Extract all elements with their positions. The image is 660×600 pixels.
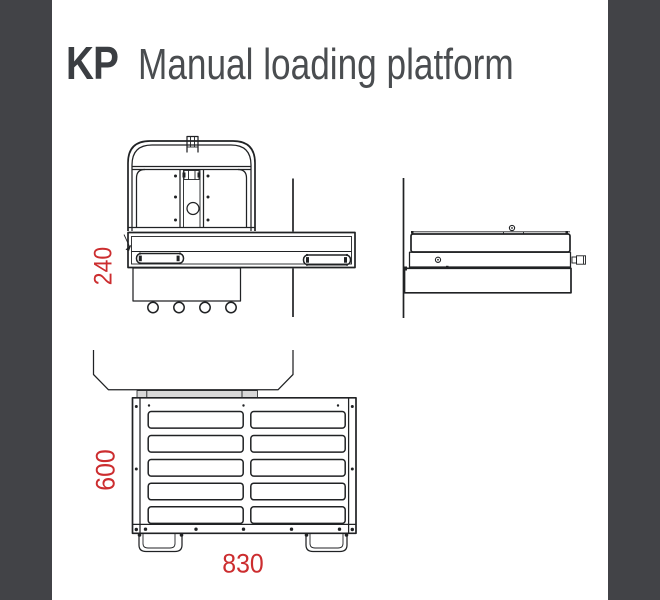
- plan-platform-outline: [131, 396, 357, 535]
- platform-slot-right: [302, 253, 352, 266]
- right-frame-bar: [608, 0, 660, 600]
- plan-housing-trapezoid: [92, 350, 294, 391]
- platform-slot-left: [135, 252, 185, 265]
- top-tab-detail: [186, 135, 199, 153]
- left-frame-bar: [0, 0, 52, 600]
- plan-bolt-dots: [134, 404, 354, 532]
- dimension-label-240: 240: [89, 246, 118, 286]
- drawer-slots: [147, 410, 346, 525]
- side-base-slab: [403, 265, 572, 294]
- foot-left: [137, 533, 184, 553]
- side-view-drawing: [402, 178, 586, 318]
- clamp-detail: [182, 170, 201, 180]
- side-knob: [571, 255, 586, 265]
- plan-back-rail: [136, 390, 258, 399]
- mounting-plate: [132, 267, 242, 302]
- front-view-drawing: [123, 135, 356, 317]
- page-title: KP Manual loading platform: [66, 36, 608, 90]
- platform-bar: [127, 231, 356, 269]
- leader-arrow: [123, 234, 132, 251]
- housing-outline: [127, 140, 256, 231]
- adjustment-holes: [147, 301, 237, 314]
- plan-view-drawing: [92, 350, 357, 553]
- product-name: Manual loading platform: [137, 40, 514, 89]
- product-code: KP: [66, 37, 119, 89]
- foot-right: [304, 533, 349, 553]
- dimension-label-600: 600: [90, 449, 121, 491]
- knob-circle: [186, 201, 200, 216]
- housing-screw-dots: [174, 174, 210, 222]
- dimension-label-830: 830: [222, 548, 264, 579]
- side-bolt-top: [508, 224, 516, 232]
- side-platform-band: [408, 251, 572, 268]
- side-platform-top: [410, 233, 571, 253]
